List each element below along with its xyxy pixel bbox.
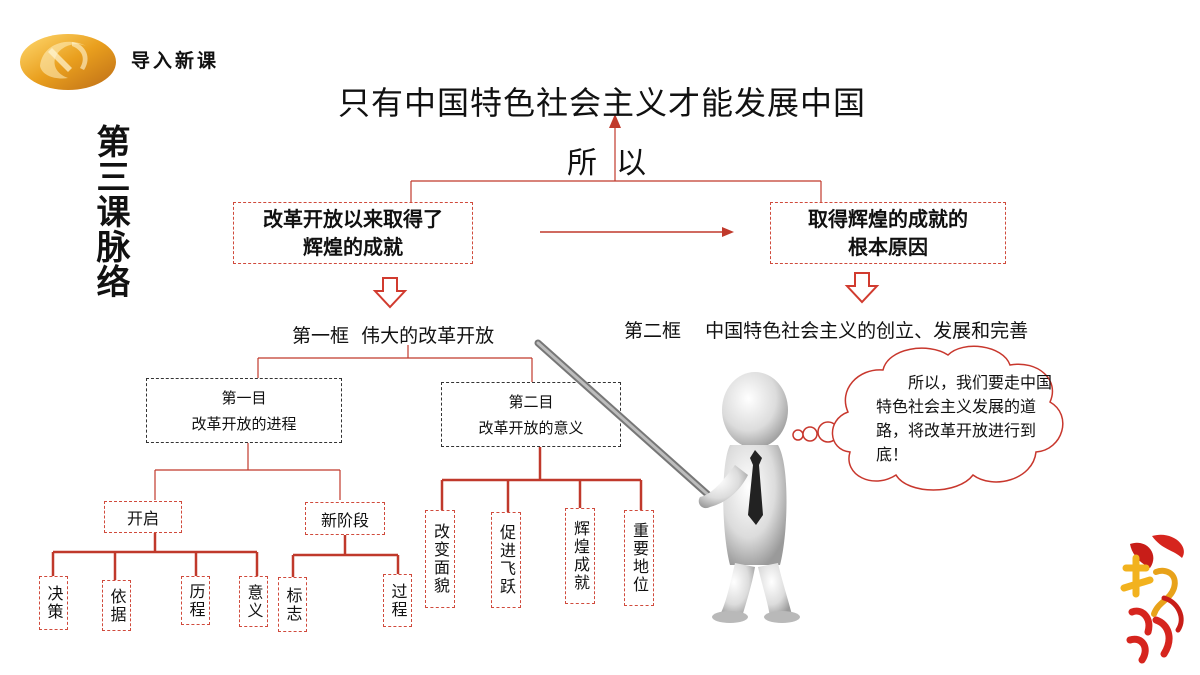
leaf-basis: 依据 [102, 580, 131, 631]
section1-line2: 改革开放的进程 [191, 414, 297, 433]
thought-cloud [792, 345, 1064, 491]
leaf-change-face: 改变面貌 [425, 510, 455, 608]
leaf-promote-leap: 促进飞跃 [491, 512, 521, 608]
leaf-brilliant-achievement: 辉煌成就 [565, 508, 595, 604]
presenter-figure-icon [534, 339, 800, 623]
section2-line2: 改革开放的意义 [478, 418, 584, 437]
leaf-meaning: 意义 [239, 576, 268, 627]
speech-text: 所以，我们要走中国特色社会主义发展的道路，将改革开放进行到底！ [876, 373, 1053, 464]
root-cause-box: 取得辉煌的成就的 根本原因 [770, 202, 1006, 264]
leaf-important-status: 重要地位 [624, 510, 654, 606]
root-cause-line2: 根本原因 [848, 235, 928, 259]
root-cause-line1: 取得辉煌的成就的 [808, 207, 968, 231]
therefore-text: 所 以 [567, 146, 647, 181]
frame1-label: 第一框 伟大的改革开放 [292, 325, 495, 347]
section1-box: 第一目 改革开放的进程 [146, 378, 342, 443]
party-emblem-icon [20, 34, 116, 90]
side-title: 第三课脉络 [90, 124, 130, 299]
section1-line1: 第一目 [221, 388, 267, 407]
achievements-line1: 改革开放以来取得了 [263, 207, 443, 231]
achievements-line2: 辉煌的成就 [303, 235, 403, 259]
leaf-process: 过程 [383, 574, 412, 627]
kaiqi-node: 开启 [104, 501, 182, 533]
reform-calligraphy-logo [1120, 534, 1184, 664]
section-label: 导入新课 [131, 50, 220, 72]
leaf-history: 历程 [181, 576, 210, 625]
leaf-decision: 决策 [39, 576, 68, 630]
main-title: 只有中国特色社会主义才能发展中国 [338, 84, 867, 122]
achievements-box: 改革开放以来取得了 辉煌的成就 [233, 202, 473, 264]
section2-line1: 第二目 [508, 392, 554, 411]
new-stage-node: 新阶段 [305, 502, 385, 535]
frame2-label: 第二框 中国特色社会主义的创立、发展和完善 [624, 320, 1029, 342]
leaf-sign: 标志 [278, 577, 307, 632]
